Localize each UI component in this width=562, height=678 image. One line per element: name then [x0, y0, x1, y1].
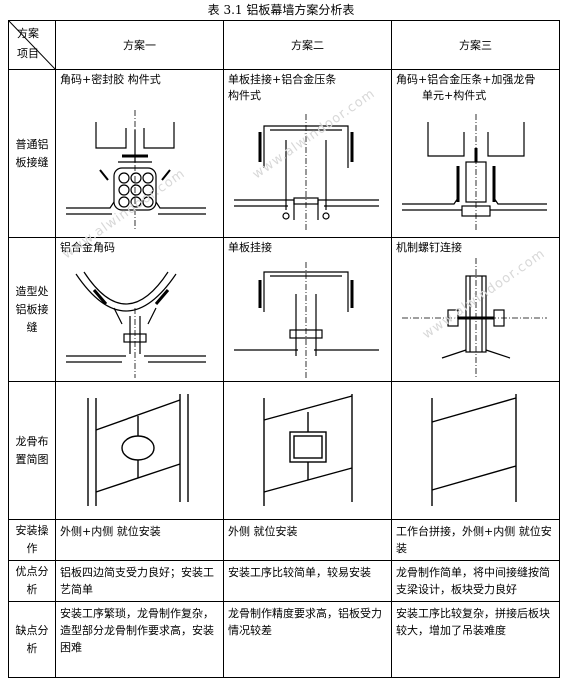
- label-line: 板接缝: [15, 155, 49, 169]
- caption: 角码+密封胶 构件式: [60, 73, 161, 86]
- cell-pros-3: 龙骨制作简单，将中间接缝按简支梁设计，板块受力良好: [391, 560, 560, 602]
- label-line: 析: [26, 583, 38, 596]
- header-plan-2: 方案二: [223, 20, 392, 70]
- cell-cons-3: 安装工序比较复杂，拼接后板块较大，增加了吊装难度: [391, 601, 560, 678]
- frame-layout-3-drawing: [431, 394, 517, 506]
- row-label-install: 安装操 作: [8, 519, 56, 561]
- cell-install-1: 外侧+内侧 就位安装: [55, 519, 224, 561]
- joint-stiffener-drawing: [402, 114, 547, 230]
- row-install: 安装操 作 外侧+内侧 就位安装 外侧 就位安装 工作台拼接，外侧+内侧 就位安…: [8, 519, 560, 561]
- cell-joint-2: 单板挂接+铝合金压条构件式: [223, 69, 392, 238]
- cell-cons-1: 安装工序繁琐，龙骨制作复杂，造型部分龙骨制作要求高，安装困难: [55, 601, 224, 678]
- frame-layout-1-drawing: [87, 394, 189, 506]
- row-label-shaped: 造型处 铝板接 缝: [8, 237, 56, 382]
- label-line: 造型处: [15, 284, 49, 298]
- label-line: 铝板接: [15, 302, 49, 316]
- row-label-frame: 龙骨布 置简图: [8, 381, 56, 520]
- cell-pros-2: 安装工序比较简单，较易安装: [223, 560, 392, 602]
- row-cons: 缺点分 析 安装工序繁琐，龙骨制作复杂，造型部分龙骨制作要求高，安装困难 龙骨制…: [8, 601, 560, 678]
- cell-frame-3: [391, 381, 560, 520]
- label-line: 置简图: [15, 452, 49, 466]
- shaped-clip-drawing: [234, 262, 379, 378]
- label-line: 普通铝: [15, 137, 49, 151]
- header-plan-3: 方案三: [391, 20, 560, 70]
- cell-cons-2: 龙骨制作精度要求高，铝板受力情况较差: [223, 601, 392, 678]
- label-line: 析: [26, 641, 38, 655]
- joint-clip-drawing: [234, 114, 379, 230]
- header-plan-1: 方案一: [55, 20, 224, 70]
- label-line: 优点分: [15, 565, 49, 578]
- caption: 机制螺钉连接: [396, 241, 462, 254]
- cell-frame-2: [223, 381, 392, 520]
- header-row: 方案 项目 方案一 方案二 方案三: [8, 20, 560, 70]
- scheme-analysis-table: 方案 项目 方案一 方案二 方案三 普通铝 板接缝 角码+密封胶 构件式: [8, 20, 560, 678]
- table-title: 表 3.1 铝板幕墙方案分析表: [207, 3, 355, 17]
- row-label-joint: 普通铝 板接缝: [8, 69, 56, 238]
- corner-label-item: 项目: [17, 47, 39, 60]
- corner-cell: 方案 项目: [8, 20, 56, 70]
- row-label-pros: 优点分 析: [8, 560, 56, 602]
- row-label-cons: 缺点分 析: [8, 601, 56, 678]
- row-frame: 龙骨布 置简图: [8, 381, 560, 520]
- caption: 角码+铝合金压条+加强龙骨单元+构件式: [396, 73, 536, 102]
- cell-install-2: 外侧 就位安装: [223, 519, 392, 561]
- label-line: 安装操: [15, 524, 49, 537]
- label-line: 作: [26, 542, 38, 555]
- cell-pros-1: 铝板四边简支受力良好；安装工艺简单: [55, 560, 224, 602]
- joint-sealant-drawing: [66, 110, 206, 230]
- caption: 单板挂接: [228, 241, 272, 254]
- cell-install-3: 工作台拼接，外侧+内侧 就位安装: [391, 519, 560, 561]
- cell-shaped-1: 铝合金角码: [55, 237, 224, 382]
- corner-label-plan: 方案: [17, 27, 39, 40]
- cell-shaped-2: 单板挂接: [223, 237, 392, 382]
- cell-joint-1: 角码+密封胶 构件式: [55, 69, 224, 238]
- shaped-angle-drawing: [66, 271, 206, 378]
- corner-diagonal: [9, 21, 55, 69]
- label-line: 缝: [26, 320, 38, 334]
- shaped-screw-drawing: [402, 258, 547, 378]
- frame-layout-2-drawing: [263, 394, 353, 506]
- caption: 铝合金角码: [60, 241, 115, 254]
- row-joint: 普通铝 板接缝 角码+密封胶 构件式: [8, 69, 560, 238]
- label-line: 龙骨布: [15, 434, 49, 448]
- row-shaped: 造型处 铝板接 缝 铝合金角码: [8, 237, 560, 382]
- row-pros: 优点分 析 铝板四边简支受力良好；安装工艺简单 安装工序比较简单，较易安装 龙骨…: [8, 560, 560, 602]
- cell-shaped-3: 机制螺钉连接: [391, 237, 560, 382]
- cell-frame-1: [55, 381, 224, 520]
- label-line: 缺点分: [15, 623, 49, 637]
- cell-joint-3: 角码+铝合金压条+加强龙骨单元+构件式: [391, 69, 560, 238]
- caption: 单板挂接+铝合金压条构件式: [228, 73, 337, 102]
